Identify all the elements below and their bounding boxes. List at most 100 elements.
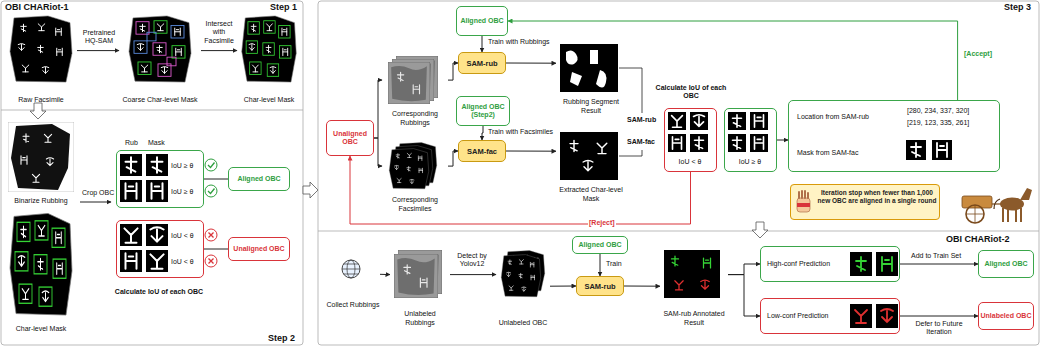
node-text: SAM-rub (584, 282, 615, 291)
node-text: Aligned OBC (984, 260, 1027, 268)
text-slot: Mask from SAM-fac (797, 149, 858, 157)
node-text: High-conf Prediction (767, 260, 830, 268)
text-slot: Step 3 (1004, 2, 1031, 13)
flow-arrow (506, 151, 556, 152)
text-slot: Train with Rubbings (487, 38, 551, 46)
node-text: Aligned OBC (460, 17, 503, 25)
flow-arrow (482, 126, 483, 140)
section-title: Step 2 (268, 333, 295, 344)
image-caption: Unlabeled OBC (499, 319, 548, 327)
image-panel: Corresponding Rubbings (382, 56, 448, 127)
process-box: IoU ≥ θ IoU ≥ θ (116, 150, 204, 208)
edge-label: [Reject] (588, 219, 616, 227)
process-box: Aligned OBC (572, 236, 628, 254)
image-caption: Collect Rubbings (327, 301, 380, 309)
node-text: IoU < θ (171, 258, 194, 266)
text-slot: Location from SAM-rub (797, 113, 869, 121)
flow-arrow (450, 274, 496, 275)
image-panel: Char-level Mask (5, 212, 77, 333)
model-box: SAM-rub (576, 276, 624, 296)
node-text: Unaligned OBC (233, 245, 284, 253)
text-slot: Pretrained HQ-SAM (80, 29, 118, 46)
image-panel: SAM-rub Annotated Result (660, 250, 728, 327)
flow-arrow (374, 80, 382, 138)
flow-arrow (900, 264, 978, 265)
flow-arrow (550, 286, 576, 287)
image-panel: Rubbing Segment Result (556, 44, 626, 115)
node-text: Aligned OBC (578, 241, 621, 249)
image-caption: Unlabeled Rubbings (390, 310, 450, 327)
flow-arrow (506, 63, 556, 64)
flow-arrow (482, 36, 483, 52)
annotation-label: Crop OBC (82, 189, 114, 197)
flow-arrow (374, 138, 382, 166)
flow-arrow (508, 21, 958, 100)
node-text: Location from SAM-rub (797, 113, 869, 121)
text-slot: Defer to Future Iteration (906, 320, 972, 337)
image-caption: Extracted Char-level Mask (556, 186, 626, 203)
text-slot: Intersect with Facsimile (201, 20, 237, 45)
image-caption: Coarse Char-level Mask (122, 96, 197, 104)
annotation-label: Rub (125, 139, 138, 147)
flow-arrow (448, 151, 458, 166)
flow-arrow (350, 156, 691, 224)
text-slot: Iteration stop when fewer than 1,000 new… (817, 189, 937, 205)
text-slot: Low-conf Prediction (767, 312, 828, 320)
text-slot: Detect by Yolov12 (452, 252, 492, 269)
text-slot: IoU ≥ θ (725, 158, 775, 166)
text-slot: SAM-fac (627, 138, 655, 146)
image-caption: SAM-rub Annotated Result (660, 310, 728, 327)
annotation-label: SAM-fac (627, 138, 655, 146)
image-panel: Binarize Rubbing (5, 122, 77, 205)
node-text: [219, 123, 335, 261] (907, 119, 969, 127)
process-box: Unaligned OBC (326, 120, 374, 156)
edge-label: Train with Rubbings (487, 38, 551, 46)
text-slot: OBI CHARiot-2 (946, 234, 1010, 245)
text-slot: IoU < θ (171, 232, 194, 240)
text-slot: Calculate IoU of each OBC (110, 288, 208, 296)
flow-arrow (728, 264, 760, 275)
process-box: High-conf Prediction (760, 246, 900, 282)
process-box: Unaligned OBC (228, 237, 290, 261)
node-text: Mask from SAM-fac (797, 149, 858, 157)
section-title: OBI CHARiot-1 (5, 2, 69, 13)
edge-label: Train (605, 260, 623, 268)
text-slot: Mask (148, 139, 165, 147)
node-text: SAM-fac (467, 147, 497, 156)
model-box: SAM-fac (458, 140, 506, 162)
text-slot: IoU < θ (665, 158, 715, 166)
image-caption: Rubbing Segment Result (556, 98, 626, 115)
text-slot: Calculate IoU of each OBC (654, 84, 728, 101)
node-text: IoU < θ (665, 158, 715, 166)
section-title: Step 1 (270, 2, 297, 13)
image-caption: Char-level Mask (244, 96, 295, 104)
image-panel: Raw Facsimile (5, 15, 77, 104)
image-caption: Binarize Rubbing (14, 197, 67, 205)
edge-label: Pretrained HQ-SAM (80, 29, 118, 46)
process-box: Low-conf Prediction (760, 298, 900, 334)
flow-arrow (777, 140, 788, 141)
text-slot: [Reject] (588, 219, 616, 227)
annotation-label: Mask (148, 139, 165, 147)
text-slot: Step 2 (268, 333, 295, 344)
text-slot: [219, 123, 335, 261] (907, 119, 969, 127)
text-slot: IoU ≥ θ (171, 188, 194, 196)
flow-arrow (77, 50, 119, 51)
node-text: IoU ≥ θ (171, 188, 194, 196)
text-slot: IoU ≥ θ (171, 162, 194, 170)
flow-arrow (600, 254, 601, 276)
text-slot: OBI CHARiot-1 (5, 2, 69, 13)
image-panel: Char-level Mask (237, 15, 301, 104)
edge-label: Add to Train Set (910, 252, 962, 260)
edge-label: Intersect with Facsimile (201, 20, 237, 45)
annotation-label: Calculate IoU of each OBC (654, 84, 728, 101)
process-box: IoU < θ IoU < θ (116, 220, 204, 278)
text-slot: Step 1 (270, 2, 297, 13)
process-box: Aligned OBC (228, 167, 290, 191)
text-slot: Train (605, 260, 623, 268)
node-text: IoU < θ (171, 232, 194, 240)
text-slot: IoU < θ (171, 258, 194, 266)
node-text: IoU ≥ θ (725, 158, 775, 166)
image-panel: Collect Rubbings (326, 258, 380, 309)
